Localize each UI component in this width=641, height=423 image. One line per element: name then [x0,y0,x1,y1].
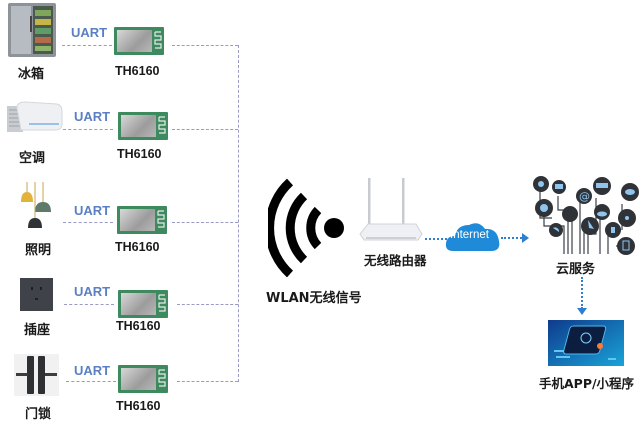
th6160-module-image [114,27,164,55]
th6160-module-image [118,112,168,140]
router-label: 无线路由器 [364,253,427,268]
arrow-right-icon [522,233,529,243]
th6160-module-image [117,206,167,234]
air-conditioner-icon [5,100,63,140]
module-label: TH6160 [115,64,160,78]
module-label: TH6160 [115,240,160,254]
app-label: 手机APP/小程序 [539,376,635,391]
bus-connector [177,381,238,382]
module-label: TH6160 [116,319,161,333]
uart-connector [63,222,113,223]
internet-cloud-connector [501,237,525,239]
module-label: TH6160 [116,399,161,413]
svg-text:@: @ [579,190,590,203]
device-label-door-lock: 门锁 [25,407,52,422]
device-label-refrigerator: 冰箱 [18,67,45,82]
cloud-services-icon: @ [528,174,640,258]
uart-label: UART [74,363,111,378]
device-label-air-conditioner: 空调 [19,151,46,166]
uart-connector [66,381,116,382]
bus-connector [172,129,238,130]
uart-label: UART [74,284,111,299]
bus-line [238,45,239,382]
bus-connector [177,304,238,305]
uart-label: UART [74,109,111,124]
bus-connector [172,45,238,46]
wlan-label: WLAN无线信号 [266,291,362,306]
door-lock-icon [14,354,59,396]
cloud-app-connector [581,277,583,309]
arrow-down-icon [577,308,587,315]
th6160-module-image [118,290,168,318]
th6160-module-image [118,365,168,393]
device-label-socket: 插座 [24,323,51,338]
internet-cloud-icon [445,215,501,255]
device-label-lighting: 照明 [25,243,52,258]
uart-connector [64,304,114,305]
cloud-service-label: 云服务 [556,262,596,277]
uart-connector [62,45,112,46]
uart-label: UART [71,25,108,40]
refrigerator-icon [7,2,57,58]
socket-icon [20,278,53,311]
uart-connector [63,129,113,130]
bus-connector [172,222,238,223]
internet-label: Internet [450,229,489,241]
wifi-signal-icon [265,176,348,280]
module-label: TH6160 [117,147,162,161]
router-icon [358,176,424,246]
smartphone-icon [548,320,624,366]
uart-label: UART [74,203,111,218]
router-internet-connector [425,238,447,240]
lamp-icon [17,182,57,234]
